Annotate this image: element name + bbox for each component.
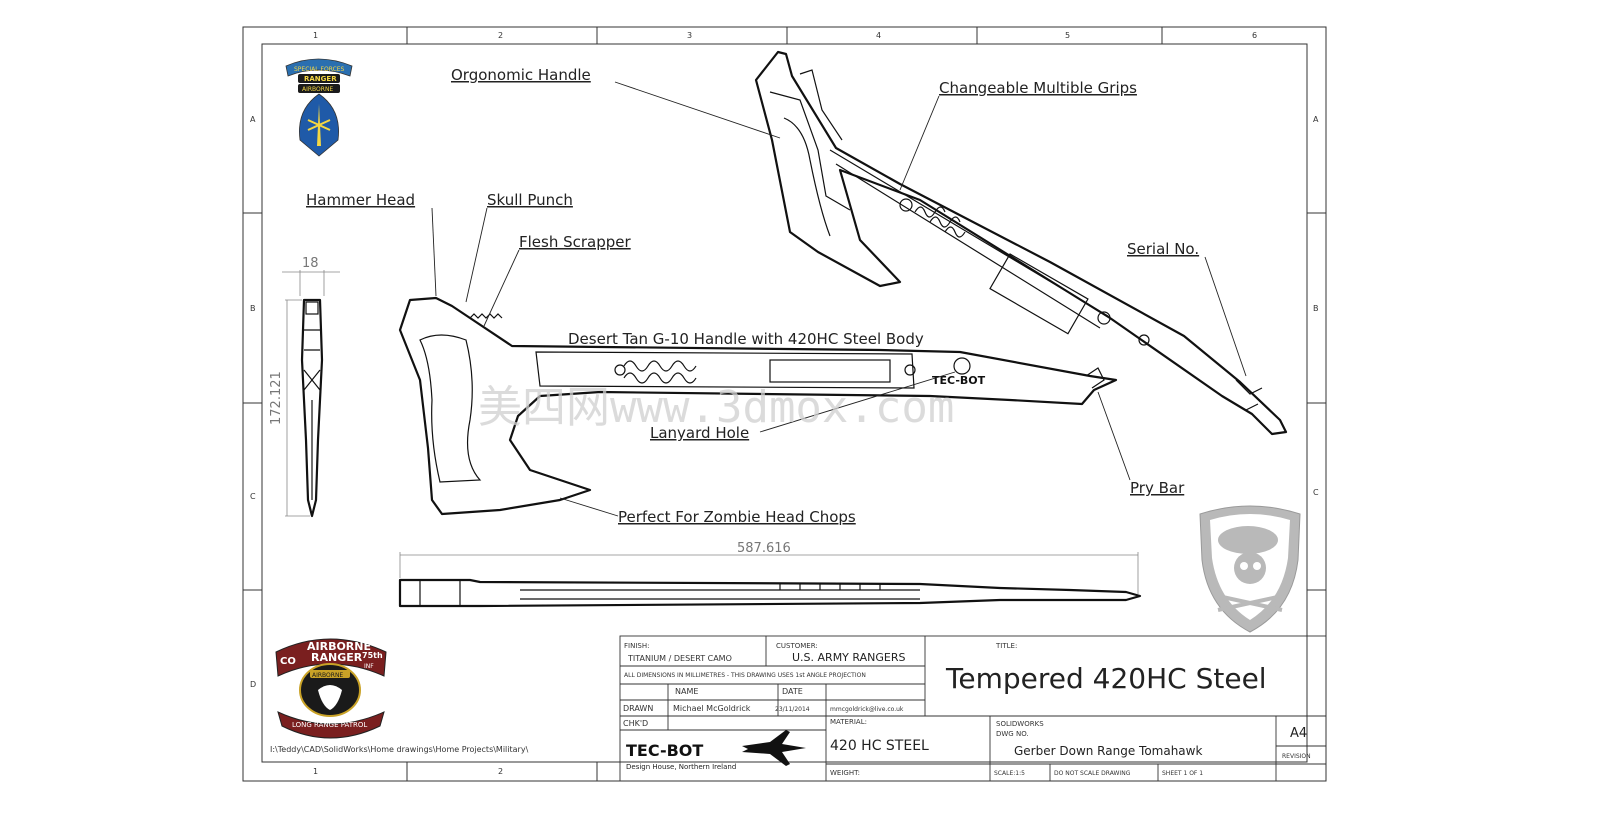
callout-handle-body-text: Desert Tan G-10 Handle with 420HC Steel … xyxy=(568,330,924,348)
callout-grips: Changeable Multible Grips xyxy=(899,79,1137,191)
long-range-patrol-badge: AIRBORNE RANGER CO 75th INF AIRBORNE LON… xyxy=(275,638,387,739)
zone-row-c: C xyxy=(250,492,256,501)
dimension-length: 587.616 xyxy=(399,541,1139,594)
callout-hammer-head: Hammer Head xyxy=(306,191,437,297)
title-label: TITLE: xyxy=(995,642,1017,650)
lrp-ranger-text: RANGER xyxy=(311,651,363,664)
tomahawk-front-view xyxy=(300,298,324,518)
dimension-height: 172.121 xyxy=(269,299,310,517)
zone-row-b: B xyxy=(250,304,256,313)
callout-ergonomic-handle: Orgonomic Handle xyxy=(451,66,781,139)
tomahawk-side-view: TEC-BOT xyxy=(398,296,1118,516)
drawing-title: Tempered 420HC Steel xyxy=(945,662,1267,695)
tool-stamp-text: TEC-BOT xyxy=(932,374,986,387)
name-header: NAME xyxy=(675,687,698,696)
callout-serial-no: Serial No. xyxy=(1127,240,1247,377)
lrp-75-text: 75th xyxy=(362,651,383,660)
zone-col-2: 2 xyxy=(498,31,503,40)
finish-value: TITANIUM / DESERT CAMO xyxy=(627,654,732,663)
title-block xyxy=(619,635,1327,782)
zone-labels: 1 2 3 4 5 6 1 2 A B C D A B C xyxy=(250,31,1319,776)
callout-hammer-head-text: Hammer Head xyxy=(306,191,415,209)
dimension-length-text: 587.616 xyxy=(737,541,791,556)
sheet-label: SHEET 1 OF 1 xyxy=(1162,770,1203,777)
sf-ranger-text: RANGER xyxy=(304,75,337,83)
dwg-number: Gerber Down Range Tomahawk xyxy=(1014,744,1202,758)
material-value: 420 HC STEEL xyxy=(830,738,929,754)
skull-shield-logo xyxy=(1199,505,1301,633)
callout-flesh-scrapper-text: Flesh Scrapper xyxy=(519,233,632,251)
company-logo: TEC-BOT xyxy=(626,741,703,760)
jet-icon xyxy=(742,730,806,766)
zone-row-c-right: C xyxy=(1313,488,1319,497)
zone-col-6: 6 xyxy=(1252,31,1257,40)
tomahawk-top-view xyxy=(398,578,1142,608)
callout-handle-body: Desert Tan G-10 Handle with 420HC Steel … xyxy=(568,330,924,348)
zone-col-2-bottom: 2 xyxy=(498,767,503,776)
date-header: DATE xyxy=(782,687,803,696)
lrp-tab-text: AIRBORNE xyxy=(312,672,343,679)
zone-ticks xyxy=(243,27,1326,781)
callout-zombie-text: Perfect For Zombie Head Chops xyxy=(618,508,856,526)
file-path: I:\Teddy\CAD\SolidWorks\Home drawings\Ho… xyxy=(270,745,529,754)
callout-pry-bar-text: Pry Bar xyxy=(1130,479,1185,497)
dimensions-note: ALL DIMENSIONS IN MILLIMETRES - THIS DRA… xyxy=(624,672,866,679)
callout-flesh-scrapper: Flesh Scrapper xyxy=(483,233,632,327)
customer-value: U.S. ARMY RANGERS xyxy=(792,651,905,664)
callout-skull-punch-text: Skull Punch xyxy=(487,191,573,209)
dwg-label: DWG NO. xyxy=(996,730,1029,738)
zone-row-a-right: A xyxy=(1313,115,1319,124)
callout-skull-punch: Skull Punch xyxy=(465,191,573,303)
dimension-width-text: 18 xyxy=(302,256,319,271)
drawn-label: DRAWN xyxy=(623,704,653,713)
lrp-inf-text: INF xyxy=(364,663,374,670)
zone-col-4: 4 xyxy=(876,31,881,40)
title-block-text: FINISH: TITANIUM / DESERT CAMO CUSTOMER:… xyxy=(623,642,1311,777)
zone-col-1-bottom: 1 xyxy=(313,767,318,776)
no-scale-label: DO NOT SCALE DRAWING xyxy=(1054,770,1131,777)
drawn-date: 23/11/2014 xyxy=(775,706,810,713)
callout-grips-text: Changeable Multible Grips xyxy=(939,79,1137,97)
callout-lanyard-hole: Lanyard Hole xyxy=(650,371,956,442)
zone-col-5: 5 xyxy=(1065,31,1070,40)
handle-cutouts xyxy=(623,359,891,384)
drawn-email: mmcgoldrick@live.co.uk xyxy=(830,706,904,713)
dimension-height-text: 172.121 xyxy=(269,371,284,425)
zone-row-a: A xyxy=(250,115,256,124)
customer-label: CUSTOMER: xyxy=(776,642,818,650)
special-forces-badge: SPECIAL FORCES RANGER AIRBORNE xyxy=(285,58,353,157)
tomahawk-isometric-view xyxy=(754,50,1288,436)
material-label: MATERIAL: xyxy=(830,718,867,726)
lrp-airborne-text: AIRBORNE xyxy=(307,640,371,653)
zone-col-3: 3 xyxy=(687,31,692,40)
company-subtitle: Design House, Northern Ireland xyxy=(626,763,736,771)
zone-col-1: 1 xyxy=(313,31,318,40)
chkd-label: CHK'D xyxy=(623,719,648,728)
drawn-name: Michael McGoldrick xyxy=(673,704,751,713)
dimension-width: 18 xyxy=(282,256,340,296)
callout-serial-no-text: Serial No. xyxy=(1127,240,1199,258)
solidworks-label: SOLIDWORKS xyxy=(996,720,1044,728)
callout-lanyard-hole-text: Lanyard Hole xyxy=(650,424,749,442)
sheet-size: A4 xyxy=(1290,726,1307,741)
finish-label: FINISH: xyxy=(624,642,649,650)
watermark: 美四网www.3dmox.com xyxy=(478,382,954,433)
zone-row-d: D xyxy=(250,680,256,689)
weight-label: WEIGHT: xyxy=(830,769,860,777)
callout-ergonomic-handle-text: Orgonomic Handle xyxy=(451,66,591,84)
revision-label: REVISION xyxy=(1282,753,1311,760)
lrp-co-text: CO xyxy=(280,656,296,667)
lrp-bottom-text: LONG RANGE PATROL xyxy=(292,721,367,729)
scale-label: SCALE:1:5 xyxy=(994,770,1025,777)
zone-row-b-right: B xyxy=(1313,304,1319,313)
grip-cutouts xyxy=(914,206,1089,335)
sf-airborne-text: AIRBORNE xyxy=(302,86,333,93)
callout-zombie: Perfect For Zombie Head Chops xyxy=(559,497,856,526)
sf-tab-text: SPECIAL FORCES xyxy=(294,66,345,73)
callout-pry-bar: Pry Bar xyxy=(1097,391,1185,497)
